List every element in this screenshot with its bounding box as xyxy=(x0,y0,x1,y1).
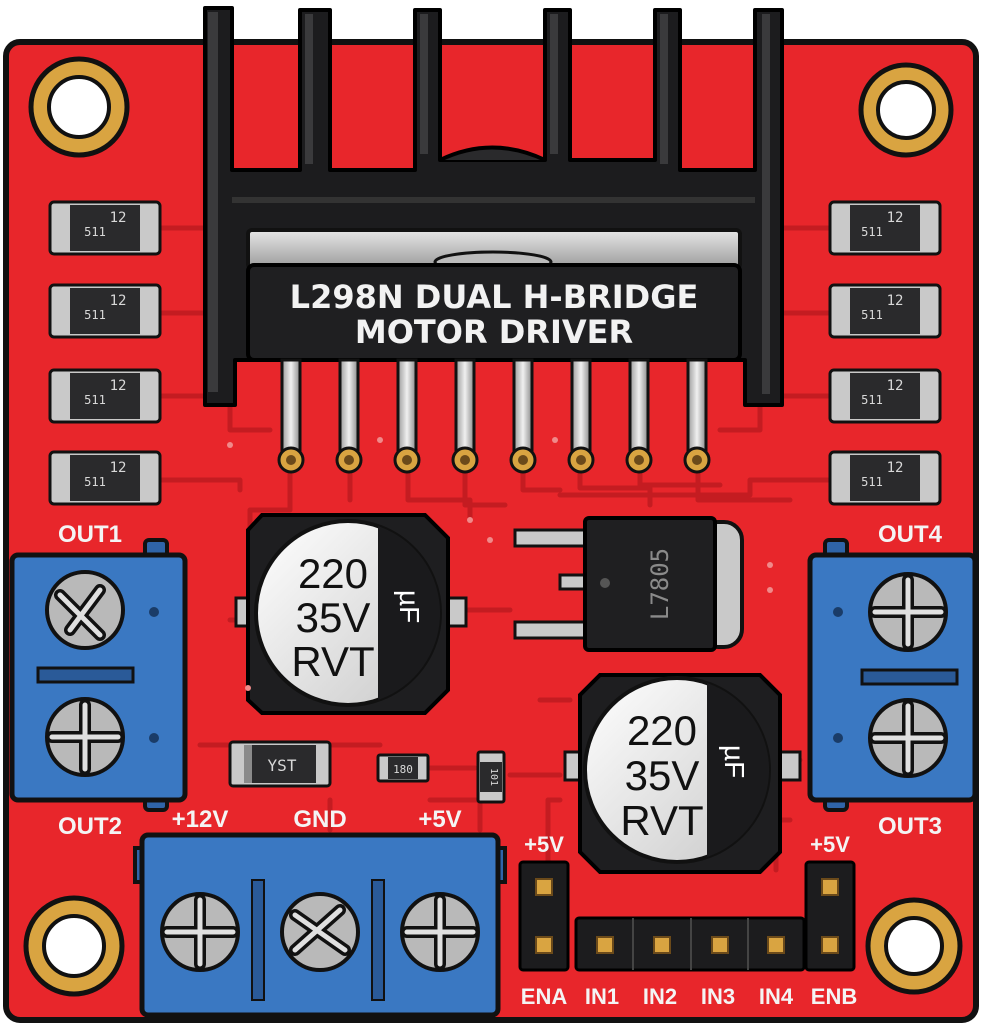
chip-label-line1: L298N DUAL H-BRIDGE xyxy=(290,278,699,316)
label-ena-5v: +5V xyxy=(524,832,564,857)
silkscreen-labels: OUT1 OUT2 OUT4 OUT3 +12V GND +5V +5V +5V… xyxy=(58,521,943,1009)
chip-pins xyxy=(277,358,711,474)
smd-resistor-180: 180 xyxy=(376,753,430,783)
smd-resistor: 12 511 xyxy=(48,200,162,256)
label-out2: OUT2 xyxy=(58,813,122,840)
capacitor-2: 220 35V RVT µF xyxy=(563,673,802,874)
pin-label-in1: IN1 xyxy=(585,984,619,1009)
voltage-regulator-l7805: L7805 xyxy=(513,516,744,652)
smd-resistor: 12 511 xyxy=(48,283,162,339)
smd-resistor: 12 511 xyxy=(828,368,942,424)
label-5v: +5V xyxy=(418,806,461,833)
smd-resistor: 12 511 xyxy=(828,450,942,506)
smd-resistor: 12 511 xyxy=(828,200,942,256)
vias xyxy=(227,437,773,691)
svg-text:101: 101 xyxy=(488,768,499,786)
svg-text:µF: µF xyxy=(719,745,750,778)
label-out3: OUT3 xyxy=(878,813,942,840)
smd-resistor: 12 511 xyxy=(828,283,942,339)
svg-text:L7805: L7805 xyxy=(646,548,674,620)
terminal-block-out3-out4 xyxy=(807,538,978,812)
screw-icon[interactable] xyxy=(400,892,480,972)
smd-resistor: 12 511 xyxy=(48,368,162,424)
svg-text:12: 12 xyxy=(110,460,127,476)
svg-text:511: 511 xyxy=(84,225,106,239)
pin-label-enb: ENB xyxy=(811,984,857,1009)
terminal-block-power xyxy=(133,832,507,1018)
svg-text:12: 12 xyxy=(887,210,904,226)
svg-text:12: 12 xyxy=(887,293,904,309)
label-gnd: GND xyxy=(293,806,346,833)
mounting-hole-bl xyxy=(23,895,125,997)
smd-resistors-left: 12 511 12 511 12 511 12 511 xyxy=(48,200,162,506)
screw-icon[interactable] xyxy=(160,892,240,972)
svg-text:12: 12 xyxy=(110,293,127,309)
svg-text:YST: YST xyxy=(268,756,297,775)
terminal-block-out1-out2 xyxy=(9,538,188,812)
screw-icon[interactable] xyxy=(45,570,125,650)
pin-label-in4: IN4 xyxy=(759,984,794,1009)
mounting-hole-br xyxy=(865,897,963,995)
mounting-hole-tl xyxy=(28,56,130,158)
header-pins xyxy=(518,860,856,972)
svg-text:RVT: RVT xyxy=(291,638,374,685)
label-out4: OUT4 xyxy=(878,521,943,548)
svg-text:RVT: RVT xyxy=(620,797,703,844)
screw-icon[interactable] xyxy=(45,697,125,777)
smd-resistor: 12 511 xyxy=(48,450,162,506)
svg-text:511: 511 xyxy=(84,308,106,322)
label-12v: +12V xyxy=(172,806,229,833)
svg-text:35V: 35V xyxy=(296,594,371,641)
smd-resistors-right: 12 511 12 511 12 511 12 511 xyxy=(828,200,942,506)
svg-text:µF: µF xyxy=(394,590,425,623)
svg-text:220: 220 xyxy=(627,707,697,754)
svg-text:220: 220 xyxy=(298,550,368,597)
screw-icon[interactable] xyxy=(280,892,360,972)
svg-text:12: 12 xyxy=(110,378,127,394)
label-out1: OUT1 xyxy=(58,521,122,548)
capacitor-1: 220 35V RVT µF xyxy=(234,513,468,715)
screw-icon[interactable] xyxy=(868,698,948,778)
pin-label-in3: IN3 xyxy=(701,984,735,1009)
svg-text:511: 511 xyxy=(84,475,106,489)
svg-text:511: 511 xyxy=(84,393,106,407)
svg-text:35V: 35V xyxy=(625,752,700,799)
mounting-hole-tr xyxy=(858,62,954,158)
screw-icon[interactable] xyxy=(868,572,948,652)
svg-text:511: 511 xyxy=(861,475,883,489)
l298n-chip: L298N DUAL H-BRIDGE MOTOR DRIVER xyxy=(246,228,742,362)
svg-text:180: 180 xyxy=(393,763,413,776)
svg-text:12: 12 xyxy=(887,378,904,394)
chip-label-line2: MOTOR DRIVER xyxy=(355,313,633,351)
smd-resistor-101: 101 xyxy=(476,750,506,804)
svg-text:12: 12 xyxy=(110,210,127,226)
svg-text:511: 511 xyxy=(861,393,883,407)
svg-text:12: 12 xyxy=(887,460,904,476)
svg-text:511: 511 xyxy=(861,308,883,322)
label-enb-5v: +5V xyxy=(810,832,850,857)
smd-diode-yst: YST xyxy=(228,740,332,788)
svg-text:511: 511 xyxy=(861,225,883,239)
pin-label-ena: ENA xyxy=(521,984,568,1009)
pin-label-in2: IN2 xyxy=(643,984,677,1009)
